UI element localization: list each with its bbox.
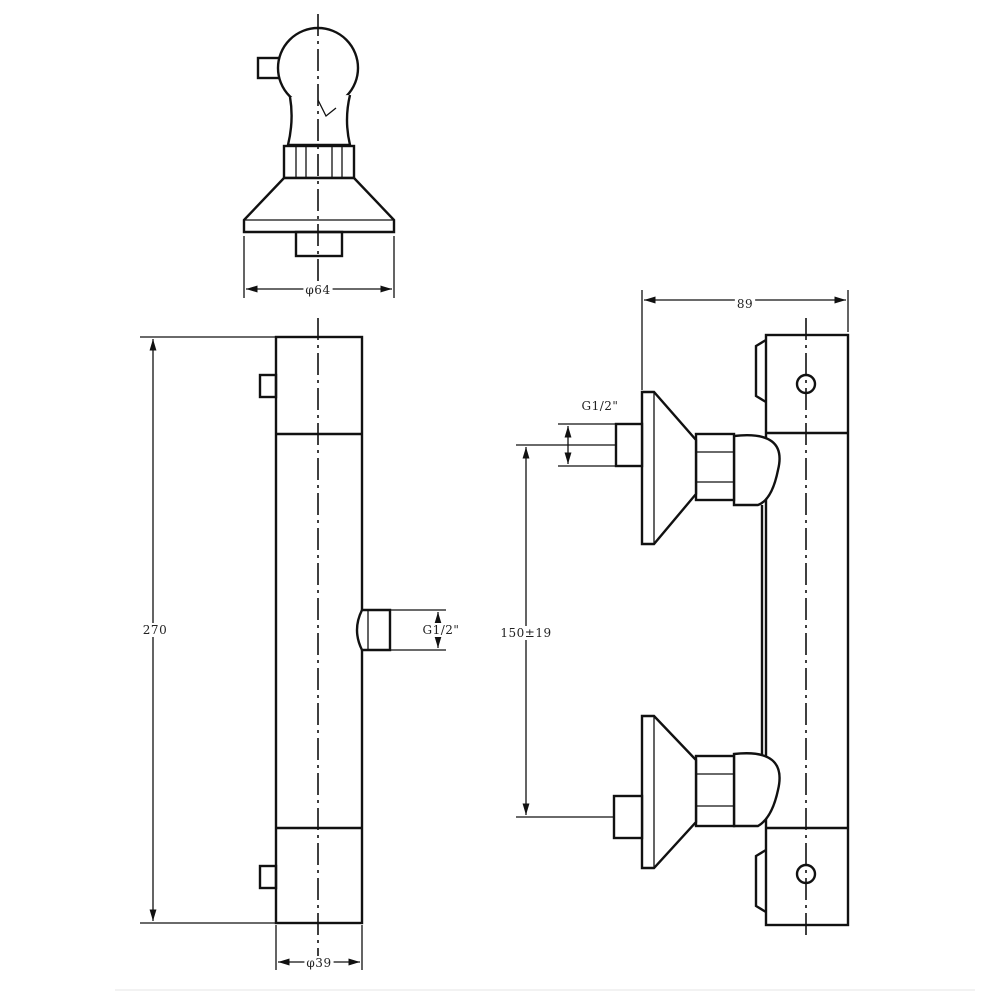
bar-diameter-label: φ39 bbox=[306, 956, 331, 970]
label-backing bbox=[140, 623, 170, 637]
inlet-thread-label: G1/2" bbox=[582, 399, 619, 413]
top-view: φ64 bbox=[242, 14, 396, 298]
label-backing bbox=[303, 283, 333, 297]
centers-label: 150±19 bbox=[500, 626, 551, 640]
outlet-thread-label: G1/2" bbox=[423, 623, 460, 637]
top-diameter-label: φ64 bbox=[305, 283, 330, 297]
label-backing bbox=[579, 399, 621, 413]
width-label: 89 bbox=[737, 297, 753, 311]
label-backing bbox=[304, 956, 334, 970]
front-view: 270 G1/2" φ39 bbox=[140, 318, 462, 970]
label-backing bbox=[420, 623, 462, 637]
label-backing bbox=[734, 297, 756, 311]
height-label: 270 bbox=[143, 623, 167, 637]
label-backing bbox=[498, 626, 554, 640]
side-view: 89 G1/2" 150±19 bbox=[498, 290, 850, 938]
